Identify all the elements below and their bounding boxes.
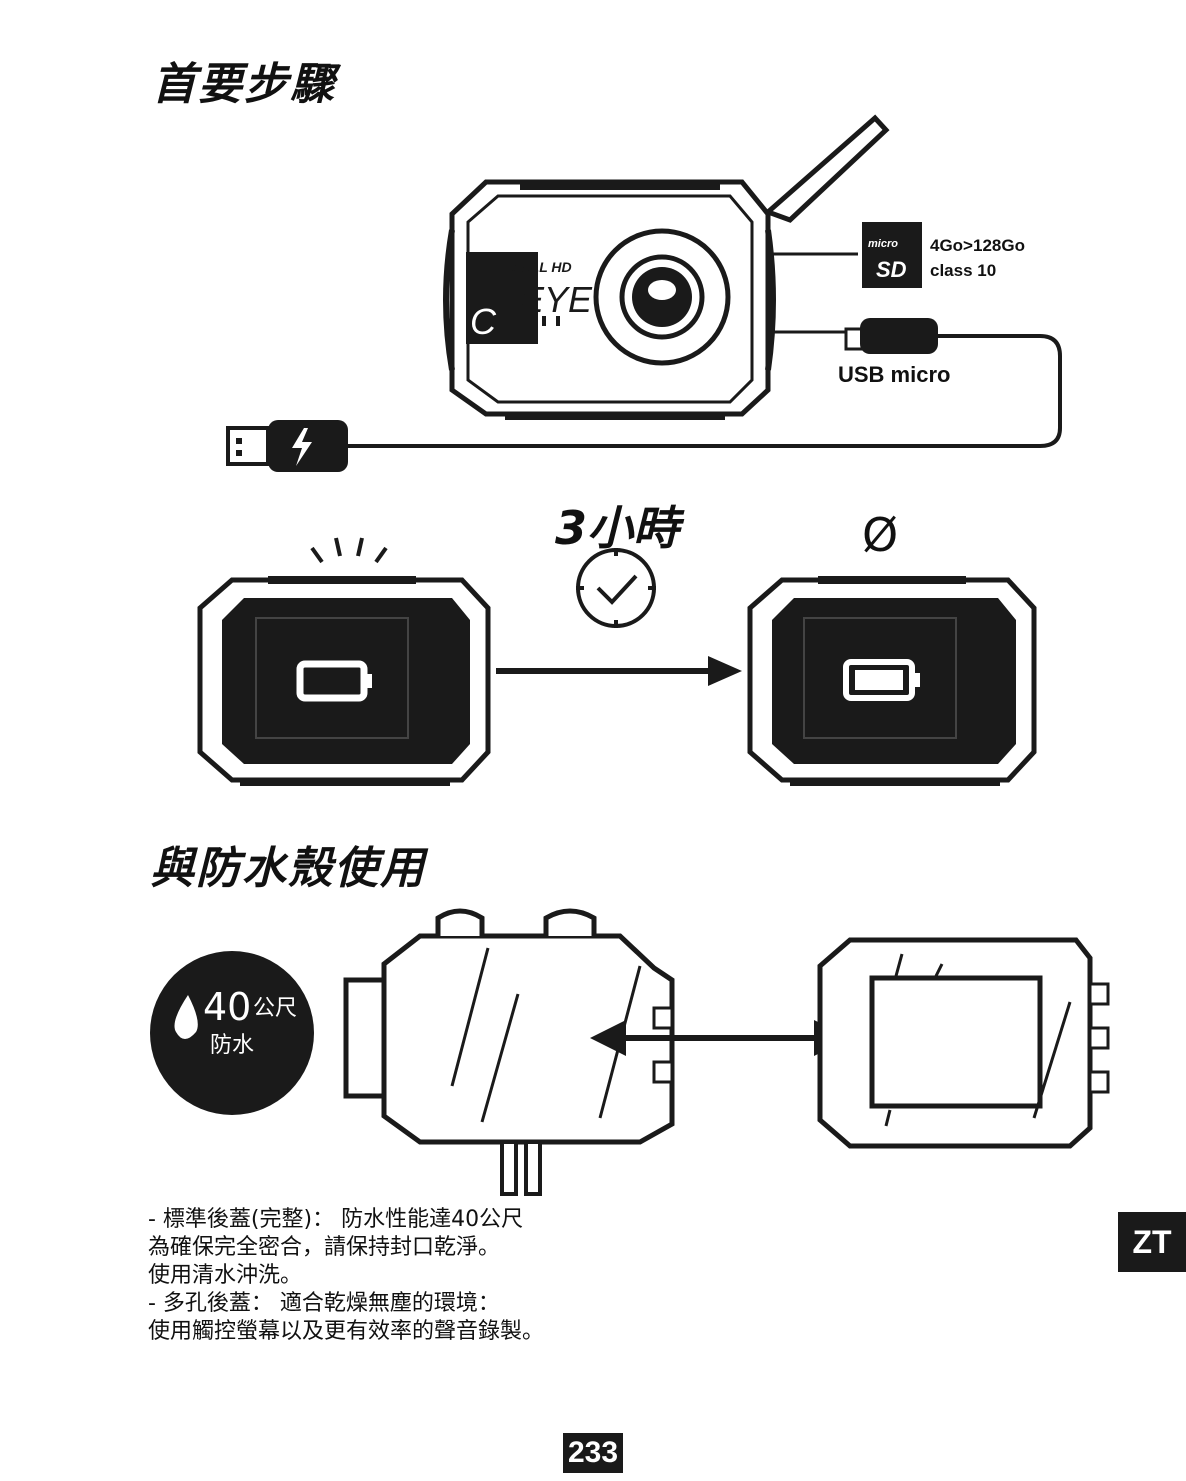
- camera-front-illustration: FULL HD C EYE: [446, 118, 886, 420]
- note-line: 為確保完全密合，請保持封口乾淨。: [148, 1234, 668, 1262]
- sd-capacity-label: 4Go>128Go: [930, 236, 1025, 256]
- sd-class-label: class 10: [930, 261, 996, 281]
- camera-back-charged: [750, 576, 1034, 786]
- note-line: - 多孔後蓋： 適合乾燥無塵的環境：: [148, 1290, 668, 1318]
- language-tab: ZT: [1118, 1212, 1186, 1272]
- clock-icon: [576, 548, 656, 628]
- note-line: - 標準後蓋(完整)： 防水性能達40公尺: [148, 1206, 668, 1234]
- camera-logo-fullhd: FULL HD: [512, 259, 572, 275]
- camera-logo-letter: C: [470, 301, 497, 342]
- microsd-card-icon: micro SD: [862, 222, 922, 288]
- waterproof-caption: 防水: [210, 1027, 254, 1059]
- note-line: 使用觸控螢幕以及更有效率的聲音錄製。: [148, 1318, 668, 1346]
- svg-text:micro: micro: [868, 238, 898, 250]
- usage-notes: - 標準後蓋(完整)： 防水性能達40公尺 為確保完全密合，請保持封口乾淨。 使…: [148, 1206, 668, 1346]
- page-number: 233: [563, 1433, 623, 1473]
- camera-back-charging: [200, 538, 488, 786]
- battery-flap: [768, 118, 886, 220]
- depth-value: 40: [203, 985, 251, 1029]
- housing-back-door: [820, 940, 1108, 1146]
- charge-duration: 3小時: [555, 492, 679, 558]
- svg-text:SD: SD: [876, 257, 907, 282]
- note-line: 使用清水沖洗。: [148, 1262, 668, 1290]
- usb-micro-label: USB micro: [838, 362, 950, 388]
- charge-complete-symbol: Ø: [862, 508, 898, 562]
- camera-logo-eye: EYE: [520, 279, 593, 320]
- depth-unit: 公尺: [253, 990, 297, 1022]
